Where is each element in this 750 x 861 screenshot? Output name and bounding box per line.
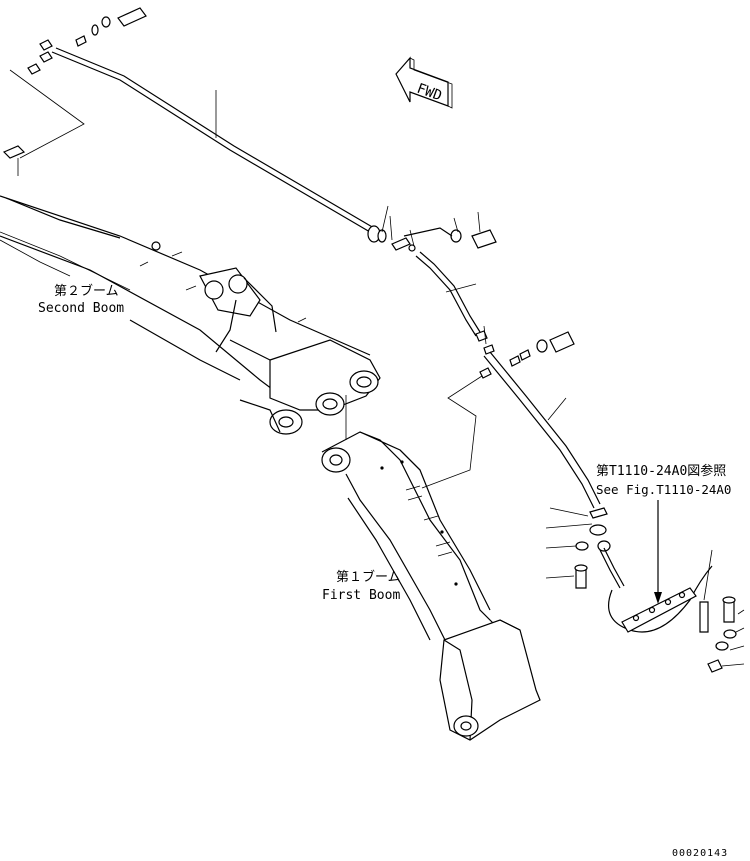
second-boom-label-jp: 第２ブーム <box>54 284 119 299</box>
upper-hydraulic-tube <box>51 47 389 243</box>
fwd-arrow: FWD <box>395 56 453 109</box>
leader-lines-left <box>2 69 85 176</box>
first-boom-label-en: First Boom <box>322 588 401 603</box>
reference-label-en: See Fig.T1110-24A0 <box>596 482 732 497</box>
top-bolt-assembly <box>27 7 147 75</box>
second-boom <box>0 195 381 435</box>
second-boom-label-en: Second Boom <box>38 301 125 316</box>
drawing-number: 00020143 <box>672 848 729 859</box>
middle-hose-assembly <box>389 211 601 509</box>
first-boom-label-jp: 第１ブーム <box>336 570 401 585</box>
right-hardware <box>545 500 745 673</box>
reference-label-jp: 第T1110-24A0図参照 <box>596 464 727 479</box>
first-boom <box>321 431 541 741</box>
